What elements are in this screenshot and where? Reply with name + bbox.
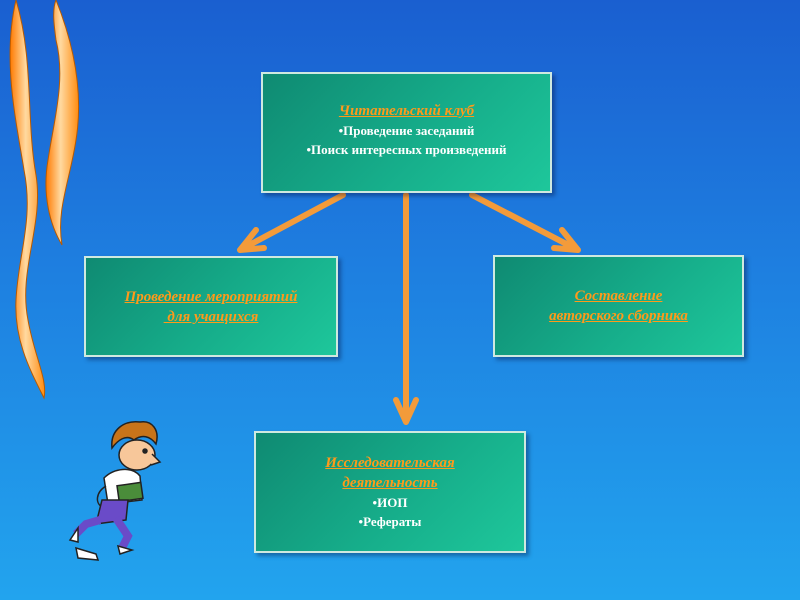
node-collection: Составление авторского сборника xyxy=(493,255,744,357)
node-events: Проведение мероприятий для учащихся xyxy=(84,256,338,357)
node-research: Исследовательская деятельность •ИОП •Реф… xyxy=(254,431,526,553)
node-item: •ИОП xyxy=(372,495,408,510)
running-boy-with-book-icon xyxy=(68,421,162,561)
flame-ribbon-right xyxy=(45,0,80,246)
node-title-line: авторского сборника xyxy=(549,308,688,324)
node-reader-club: Читательский клуб •Проведение заседаний … xyxy=(261,72,552,193)
arrow-to-collection xyxy=(469,192,581,253)
node-title-line: Составление xyxy=(574,288,663,304)
node-title-line: Исследовательская xyxy=(325,455,455,471)
node-title-line: Проведение мероприятий xyxy=(124,288,298,305)
node-item: •Проведение заседаний xyxy=(338,122,475,138)
arrow-to-research xyxy=(393,192,419,425)
node-title: Читательский клуб xyxy=(338,102,475,119)
node-item: •Поиск интересных произведений xyxy=(306,141,507,157)
flame-ribbon-left xyxy=(9,0,46,400)
node-title-line: деятельность xyxy=(342,475,438,491)
node-item: •Рефераты xyxy=(358,514,422,529)
node-title-line: для учащихся xyxy=(163,308,259,325)
arrow-to-events xyxy=(237,192,346,253)
